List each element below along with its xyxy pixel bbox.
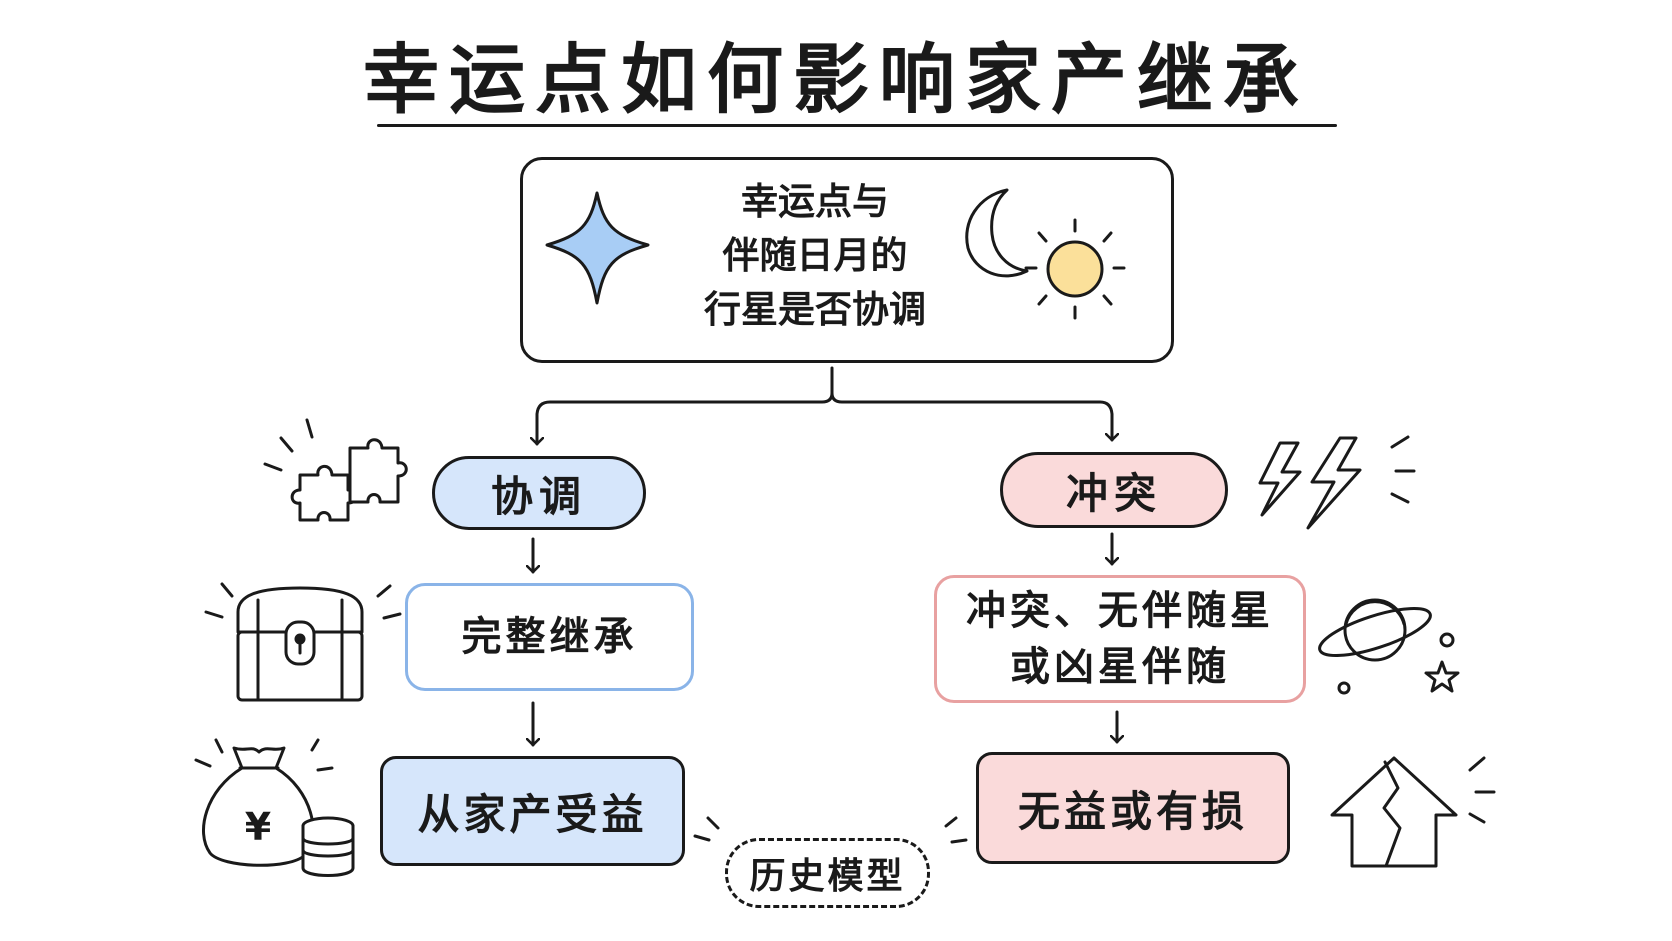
question-line-1: 幸运点与 xyxy=(741,180,889,223)
question-line-3: 行星是否协调 xyxy=(704,288,926,331)
yen-symbol: ¥ xyxy=(245,805,271,849)
cracked-house-icon xyxy=(1330,756,1496,868)
page-title: 幸运点如何影响家产继承 xyxy=(363,35,1309,124)
history-model-tag: 历史模型 xyxy=(725,838,930,908)
history-tag-sparkles xyxy=(693,816,968,844)
money-bag-icon xyxy=(194,738,355,877)
conflict-condition-line-1: 冲突、无伴随星 xyxy=(966,588,1274,634)
branch-connector xyxy=(537,366,1112,446)
harmony-outcome-box: 从家产受益 xyxy=(380,756,685,866)
treasure-chest-icon xyxy=(204,582,402,702)
lightning-bolts-icon xyxy=(1258,435,1416,530)
flow-arrows xyxy=(533,532,1117,747)
conflict-outcome-box: 无益或有损 xyxy=(976,752,1290,864)
conflict-pill: 冲突 xyxy=(1000,452,1228,528)
harmony-pill: 协调 xyxy=(432,456,646,530)
conflict-condition-line-2: 或凶星伴随 xyxy=(1010,644,1230,690)
four-point-star-icon xyxy=(545,191,650,305)
question-line-2: 伴随日月的 xyxy=(722,234,908,277)
question-text: 幸运点与 伴随日月的 行星是否协调 xyxy=(650,175,980,337)
harmony-condition-box: 完整继承 xyxy=(405,583,694,691)
sun-icon xyxy=(1024,218,1126,320)
conflict-condition-box: 冲突、无伴随星 或凶星伴随 xyxy=(934,575,1306,703)
ringed-planet-icon xyxy=(1318,598,1460,695)
title-underline xyxy=(377,124,1337,127)
crescent-moon-icon xyxy=(965,188,1029,278)
puzzle-pieces-icon xyxy=(263,418,408,522)
